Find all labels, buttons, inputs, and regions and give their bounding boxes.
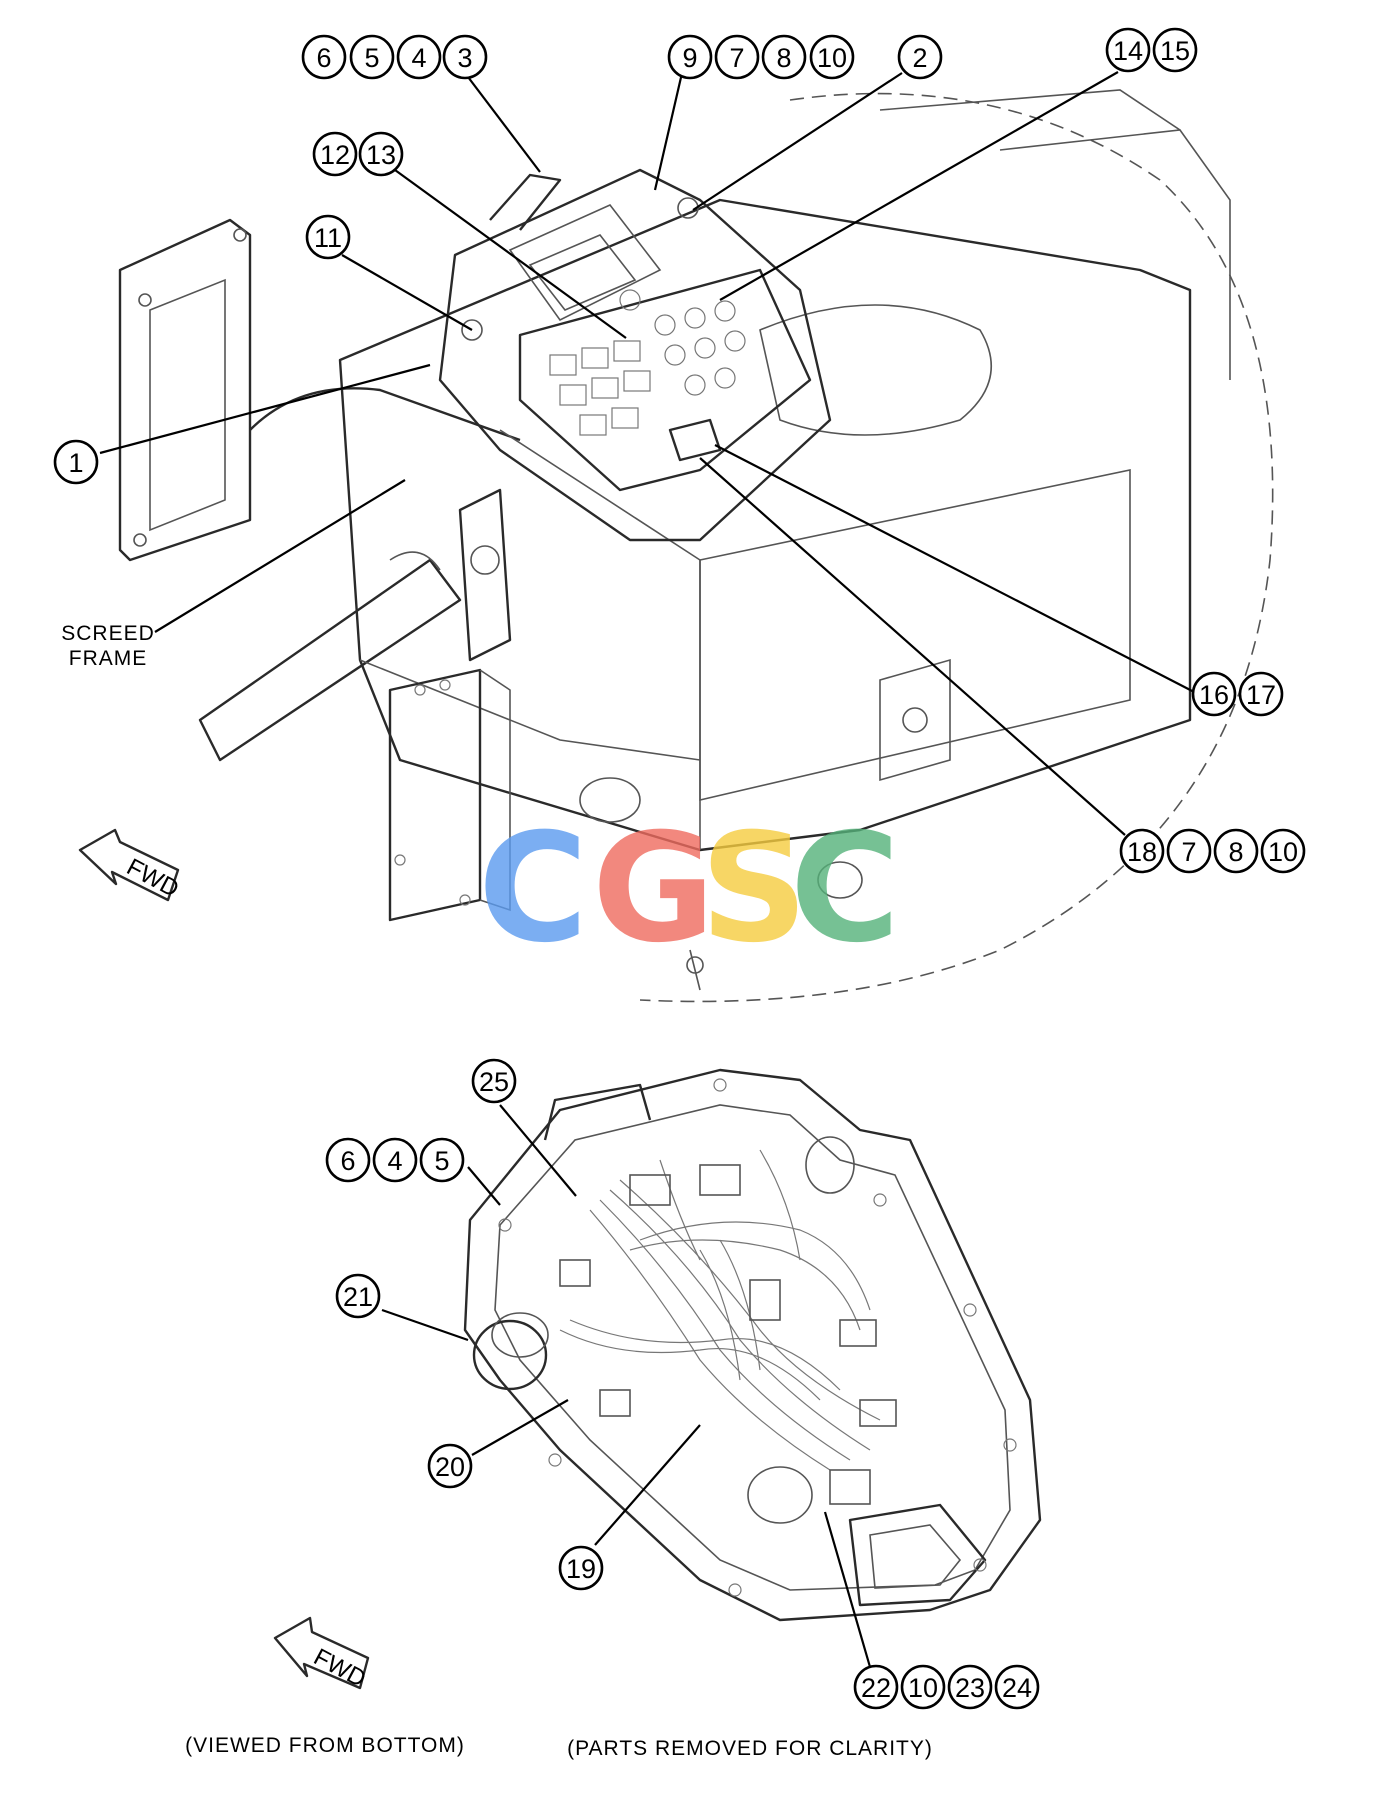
svg-text:4: 4: [387, 1146, 402, 1176]
callout-18: 18: [1119, 828, 1165, 874]
callout-1: 1: [53, 439, 99, 485]
watermark-letter-c1: C: [478, 802, 588, 976]
callout-5b: 5: [419, 1137, 465, 1183]
svg-text:4: 4: [411, 43, 426, 73]
callout-24: 24: [994, 1664, 1040, 1710]
svg-text:10: 10: [817, 43, 847, 73]
callout-14: 14: [1105, 27, 1151, 73]
svg-text:21: 21: [343, 1282, 373, 1312]
svg-text:3: 3: [457, 43, 472, 73]
svg-text:11: 11: [314, 223, 342, 253]
callout-group-14-15: 14 15: [1105, 27, 1198, 73]
callout-group-9-7-8-10: 9 7 8 10: [667, 34, 855, 80]
fwd-arrow-top: FWD: [78, 828, 183, 903]
svg-text:14: 14: [1113, 36, 1143, 66]
svg-text:20: 20: [435, 1452, 465, 1482]
fwd-label-bottom: FWD: [309, 1643, 370, 1692]
callout-9: 9: [667, 34, 713, 80]
svg-text:7: 7: [1181, 837, 1196, 867]
svg-text:24: 24: [1002, 1673, 1032, 1703]
svg-text:22: 22: [861, 1673, 891, 1703]
svg-text:23: 23: [955, 1673, 985, 1703]
callout-group-6-5-4-3: 6 5 4 3: [301, 34, 488, 80]
svg-text:5: 5: [364, 43, 379, 73]
callout-2: 2: [897, 34, 943, 80]
top-assembly-drawing: [118, 89, 1274, 1003]
watermark-letter-s: S: [700, 802, 808, 976]
callout-22: 22: [853, 1664, 899, 1710]
callout-11: 11: [305, 214, 351, 260]
callout-12: 12: [312, 131, 358, 177]
callout-7: 7: [714, 34, 760, 80]
callout-16: 16: [1191, 671, 1237, 717]
svg-text:10: 10: [908, 1673, 938, 1703]
callout-21: 21: [335, 1273, 381, 1319]
callout-10: 10: [809, 34, 855, 80]
svg-text:15: 15: [1160, 36, 1190, 66]
callout-15: 15: [1152, 27, 1198, 73]
callout-group-6-4-5: 6 4 5: [325, 1137, 465, 1183]
callout-group-18-7-8-10: 18 7 8 10: [1119, 828, 1306, 874]
svg-text:6: 6: [340, 1146, 355, 1176]
svg-text:25: 25: [479, 1067, 509, 1097]
fwd-arrow-bottom: FWD: [273, 1616, 370, 1693]
callout-8: 8: [761, 34, 807, 80]
parts-removed-caption: (PARTS REMOVED FOR CLARITY): [567, 1737, 933, 1760]
callout-group-22-10-23-24: 22 10 23 24: [853, 1664, 1040, 1710]
callout-6b: 6: [325, 1137, 371, 1183]
svg-text:8: 8: [776, 43, 791, 73]
svg-text:12: 12: [320, 140, 350, 170]
svg-text:8: 8: [1228, 837, 1243, 867]
callout-group-16-17: 16 17: [1191, 671, 1284, 717]
watermark-letter-c2: C: [790, 802, 900, 976]
callout-4b: 4: [372, 1137, 418, 1183]
svg-text:5: 5: [434, 1146, 449, 1176]
callout-10b: 10: [1260, 828, 1306, 874]
callout-17: 17: [1238, 671, 1284, 717]
callout-13: 13: [358, 131, 404, 177]
callout-10c: 10: [900, 1664, 946, 1710]
fwd-label-top: FWD: [122, 853, 183, 902]
svg-text:16: 16: [1199, 680, 1229, 710]
callout-5: 5: [349, 34, 395, 80]
leader-lines: [99, 71, 1199, 1668]
svg-text:18: 18: [1127, 837, 1157, 867]
svg-text:17: 17: [1246, 680, 1276, 710]
callout-20: 20: [427, 1443, 473, 1489]
svg-text:10: 10: [1268, 837, 1298, 867]
callout-25: 25: [471, 1058, 517, 1104]
screed-frame-label-2: FRAME: [69, 647, 148, 670]
callout-7b: 7: [1166, 828, 1212, 874]
callout-6: 6: [301, 34, 347, 80]
callout-19: 19: [558, 1545, 604, 1591]
svg-text:2: 2: [912, 43, 927, 73]
watermark-letter-g: G: [592, 802, 715, 976]
callout-23: 23: [947, 1664, 993, 1710]
svg-text:1: 1: [68, 448, 83, 478]
svg-text:9: 9: [682, 43, 697, 73]
svg-text:7: 7: [729, 43, 744, 73]
watermark-logo: C G S C: [478, 802, 900, 976]
callout-group-12-13: 12 13: [312, 131, 404, 177]
callout-8b: 8: [1213, 828, 1259, 874]
callout-4: 4: [396, 34, 442, 80]
svg-text:13: 13: [366, 140, 396, 170]
bottom-assembly-drawing: [463, 1068, 1042, 1622]
screed-frame-label: SCREED: [61, 622, 155, 645]
callout-3: 3: [442, 34, 488, 80]
svg-text:6: 6: [316, 43, 331, 73]
viewed-from-bottom-caption: (VIEWED FROM BOTTOM): [185, 1734, 465, 1757]
svg-text:19: 19: [566, 1554, 596, 1584]
